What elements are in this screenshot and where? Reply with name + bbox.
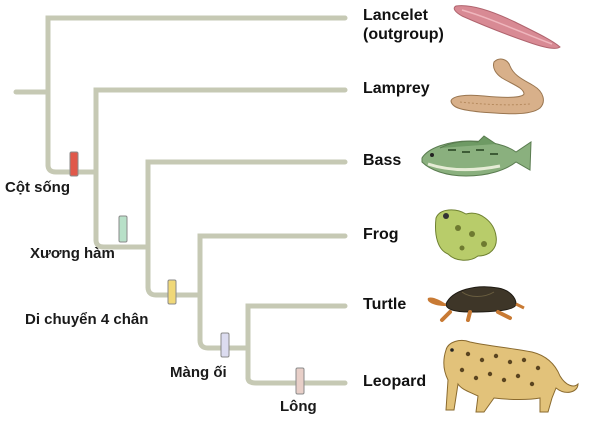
taxon-label-bass: Bass — [363, 152, 402, 169]
marker-hair — [295, 367, 305, 395]
branch-leopard — [245, 375, 348, 386]
branch-bass — [145, 159, 348, 290]
trait-label-amnion: Màng ối — [170, 364, 227, 381]
frog-illustration — [435, 209, 497, 261]
taxon-label-lancelet: Lancelet (outgroup) — [363, 6, 444, 44]
lancelet-illustration — [453, 5, 561, 49]
trait-label-hair: Lông — [280, 398, 317, 415]
trait-label-jaws: Xương hàm — [30, 245, 115, 262]
branch-amniotes — [197, 337, 251, 351]
trait-label-vertebral-column: Cột sống — [5, 179, 70, 196]
trait-markers — [69, 151, 305, 395]
leopard-illustration — [443, 339, 579, 413]
branch-tetrapods — [145, 284, 203, 298]
taxon-name-lancelet: Lancelet — [363, 7, 428, 24]
turtle-illustration — [427, 286, 525, 322]
branch-lamprey — [93, 87, 348, 243]
lamprey-illustration — [450, 58, 544, 115]
marker-amnion — [220, 332, 230, 358]
branch-turtle — [245, 303, 348, 381]
taxon-note-lancelet: (outgroup) — [363, 26, 444, 43]
trait-label-four-limbs: Di chuyển 4 chân — [25, 311, 149, 328]
taxon-label-turtle: Turtle — [363, 296, 407, 313]
branch-vertebrates — [45, 162, 99, 175]
marker-vertebral-column — [69, 151, 79, 177]
taxon-label-frog: Frog — [363, 226, 399, 243]
bass-illustration — [421, 135, 532, 177]
tree-branches — [13, 15, 348, 386]
branch-gnathostomes — [93, 237, 151, 250]
branch-lancelet — [45, 15, 348, 168]
marker-jaws — [118, 215, 128, 243]
taxon-label-lamprey: Lamprey — [363, 80, 430, 97]
branch-frog — [197, 233, 348, 343]
marker-four-limbs — [167, 279, 177, 305]
taxon-label-leopard: Leopard — [363, 373, 427, 390]
